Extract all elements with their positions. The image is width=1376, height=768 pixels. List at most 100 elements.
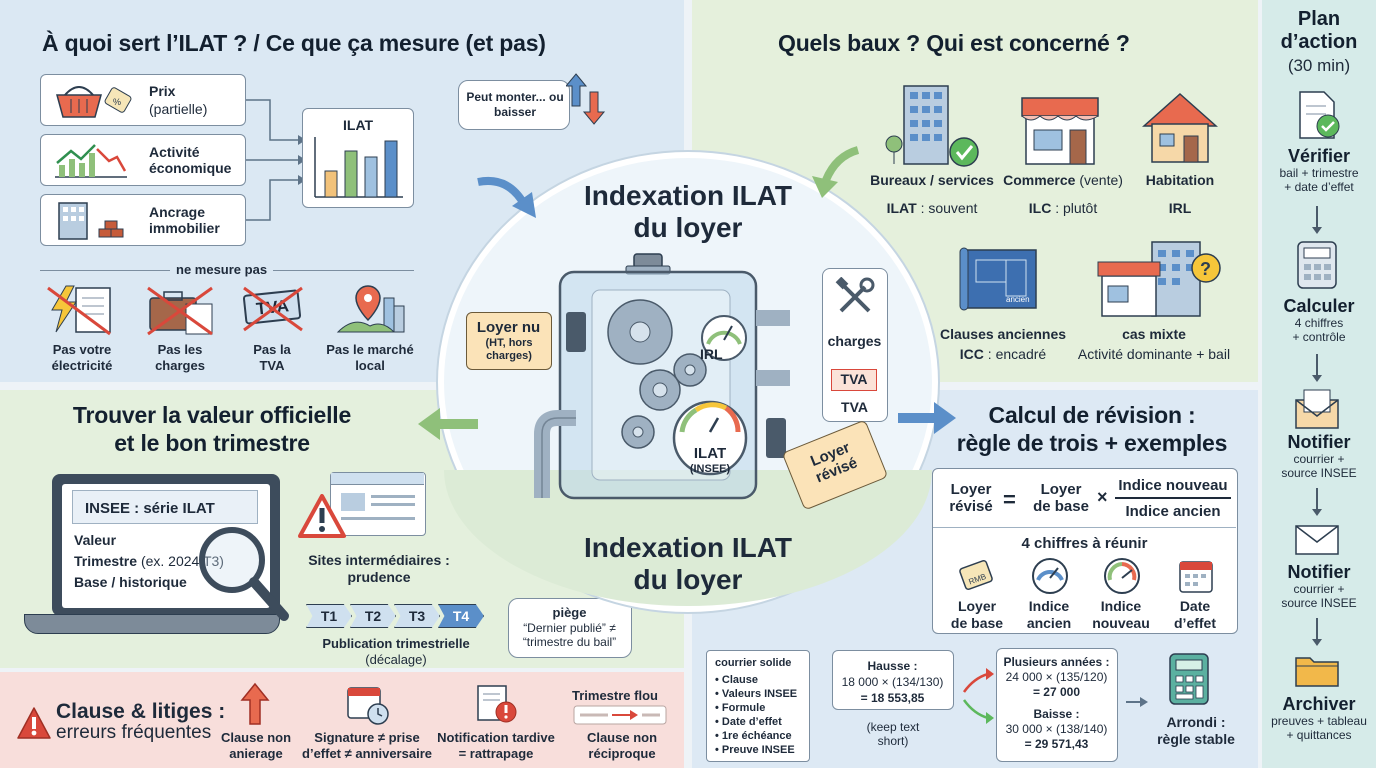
bar-chart-icon xyxy=(314,137,403,198)
formula-times: × xyxy=(1097,487,1108,507)
late-notification-icon xyxy=(477,685,517,723)
up-down-arrows-icon xyxy=(566,73,606,125)
step-notify-1: Notifier courrier +source INSEE xyxy=(1281,432,1357,480)
house-icon xyxy=(1142,92,1218,163)
component-ancrage-label: Ancrage immobilier xyxy=(149,204,220,237)
magnifier-icon xyxy=(199,527,289,621)
component-prix-sub: (partielle) xyxy=(149,101,208,117)
mixte-note: Activité dominante + bail xyxy=(1077,346,1231,362)
four-figures-title: 4 chiffres à réunir xyxy=(1021,535,1148,552)
charges-tva-panel: charges TVA TVA xyxy=(822,268,888,422)
loyer-nu-tag: Loyer nu (HT, hors charges) xyxy=(466,312,552,370)
quarter-t1: T1 xyxy=(306,604,352,628)
component-card-activite: Activité économique xyxy=(40,134,246,186)
irl-label: IRL xyxy=(700,346,723,362)
office-building-icon xyxy=(885,85,979,167)
verify-document-icon xyxy=(1299,91,1340,139)
warning-icon xyxy=(298,494,346,538)
old-index-gauge-icon xyxy=(1032,558,1068,594)
mixte-name: cas mixte xyxy=(1122,326,1186,342)
envelope-icon xyxy=(1295,525,1339,555)
arrow-to-center-2 xyxy=(812,146,860,198)
arrow-to-calc xyxy=(898,402,956,434)
trap-text: “Dernier publié” ≠“trimestre du bail” xyxy=(522,621,617,650)
envelope-open-icon xyxy=(1295,389,1339,429)
building-bricks-icon xyxy=(58,202,124,240)
ilat-gauge-label: ILAT (INSEE) xyxy=(689,445,731,475)
calendar-clock-icon xyxy=(347,687,389,725)
to-rounding-arrow xyxy=(1126,697,1148,707)
svg-text:%: % xyxy=(113,97,121,107)
formula-numerator: Indice nouveau xyxy=(1118,477,1228,494)
ilat-chart-label: ILAT xyxy=(343,117,374,133)
step-arrow-2 xyxy=(1312,354,1322,382)
arrow-to-find xyxy=(418,408,478,440)
not-measure-header: ne mesure pas xyxy=(170,262,274,277)
connector-lines xyxy=(246,99,306,221)
quarter-t2: T2 xyxy=(350,604,396,628)
laptop: INSEE : série ILAT Valeur Trimestre (ex.… xyxy=(52,474,280,616)
arrondi-label: Arrondi :règle stable xyxy=(1157,714,1235,747)
up-down-bubble: Peut monter... ou baisser xyxy=(458,80,570,130)
section-title-what: À quoi sert l’ILAT ? / Ce que ça mesure … xyxy=(42,30,546,56)
mixed-building-icon: ? xyxy=(1097,241,1221,317)
section-title-calc: Calcul de révision :règle de trois + exe… xyxy=(956,402,1228,456)
calculator-step-icon xyxy=(1297,241,1337,289)
lease-commerce-name: Commerce (vente) xyxy=(1003,172,1123,188)
index-machine-icon xyxy=(534,253,790,500)
shop-icon xyxy=(1021,97,1099,165)
hausse-card: Hausse : 18 000 × (134/130) = 18 553,85 xyxy=(832,650,954,710)
tva-badge: TVA xyxy=(831,369,877,391)
step-arrow-1 xyxy=(1312,206,1322,234)
calculator-icon xyxy=(1169,653,1209,705)
lease-commerce-index: ILC : plutôt xyxy=(1028,200,1098,216)
folder-icon xyxy=(1295,657,1339,687)
courrier-card: courrier solide Clause Valeurs INSEE For… xyxy=(706,650,810,762)
component-card-ancrage: Ancrage immobilier xyxy=(40,194,246,246)
lease-habitation-index: IRL xyxy=(1168,200,1192,216)
clauses-anciennes-name: Clauses anciennes xyxy=(939,326,1067,342)
up-arrow-icon xyxy=(240,682,270,725)
clause-warning-icon xyxy=(17,707,51,739)
step-arrow-4 xyxy=(1312,618,1322,646)
new-index-gauge-icon xyxy=(1104,558,1140,594)
step-arrow-3 xyxy=(1312,488,1322,516)
charges-label: charges xyxy=(827,333,882,349)
quarter-t3: T3 xyxy=(394,604,440,628)
step-notify-2: Notifier courrier +source INSEE xyxy=(1281,562,1357,610)
up-down-text: Peut monter... ou baisser xyxy=(466,90,564,119)
step-calculate: Calculer 4 chiffres+ contrôle xyxy=(1283,296,1355,344)
component-card-prix: % Prix (partielle) xyxy=(40,74,246,126)
rent-tag-icon: RMB xyxy=(959,559,993,591)
clause-item-3: Notification tardive= rattrapage xyxy=(437,730,555,761)
basket-icon: % xyxy=(56,86,132,118)
formula-equals: = xyxy=(1003,487,1016,512)
formula-denominator: Indice ancien xyxy=(1125,503,1221,520)
step-archive: Archiver preuves + tableau+ quittances xyxy=(1271,694,1367,742)
local-market-pin-icon xyxy=(336,285,405,333)
tva-label: TVA xyxy=(841,399,868,415)
no-electricity-icon xyxy=(47,285,111,336)
cross-icon xyxy=(243,286,303,332)
multi-baisse-card: Plusieurs années : 24 000 × (135/120) = … xyxy=(996,648,1118,762)
effective-date-calendar-icon xyxy=(1179,561,1213,593)
clauses-anciennes-index: ICC : encadré xyxy=(959,346,1047,362)
component-activite-label: Activité économique xyxy=(149,144,232,177)
insee-title-bar: INSEE : série ILAT xyxy=(72,490,258,524)
laptop-screen: INSEE : série ILAT Valeur Trimestre (ex.… xyxy=(62,484,270,608)
warning-text: Sites intermédiaires :prudence xyxy=(308,552,450,585)
trimestre-flou-label: Trimestre flou xyxy=(572,688,658,703)
